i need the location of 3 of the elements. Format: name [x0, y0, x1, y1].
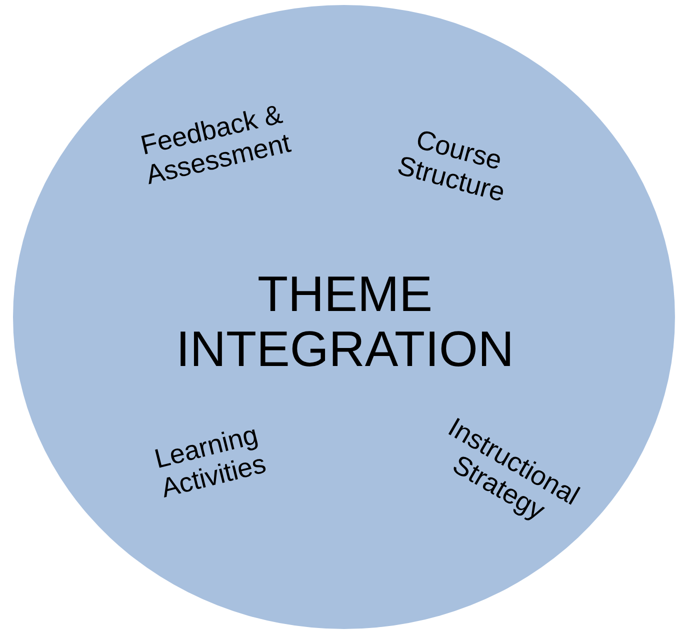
- theme-label: Course Structure: [394, 123, 510, 210]
- center-title: THEME INTEGRATION: [175, 267, 515, 377]
- theme-label: Learning Activities: [150, 418, 270, 506]
